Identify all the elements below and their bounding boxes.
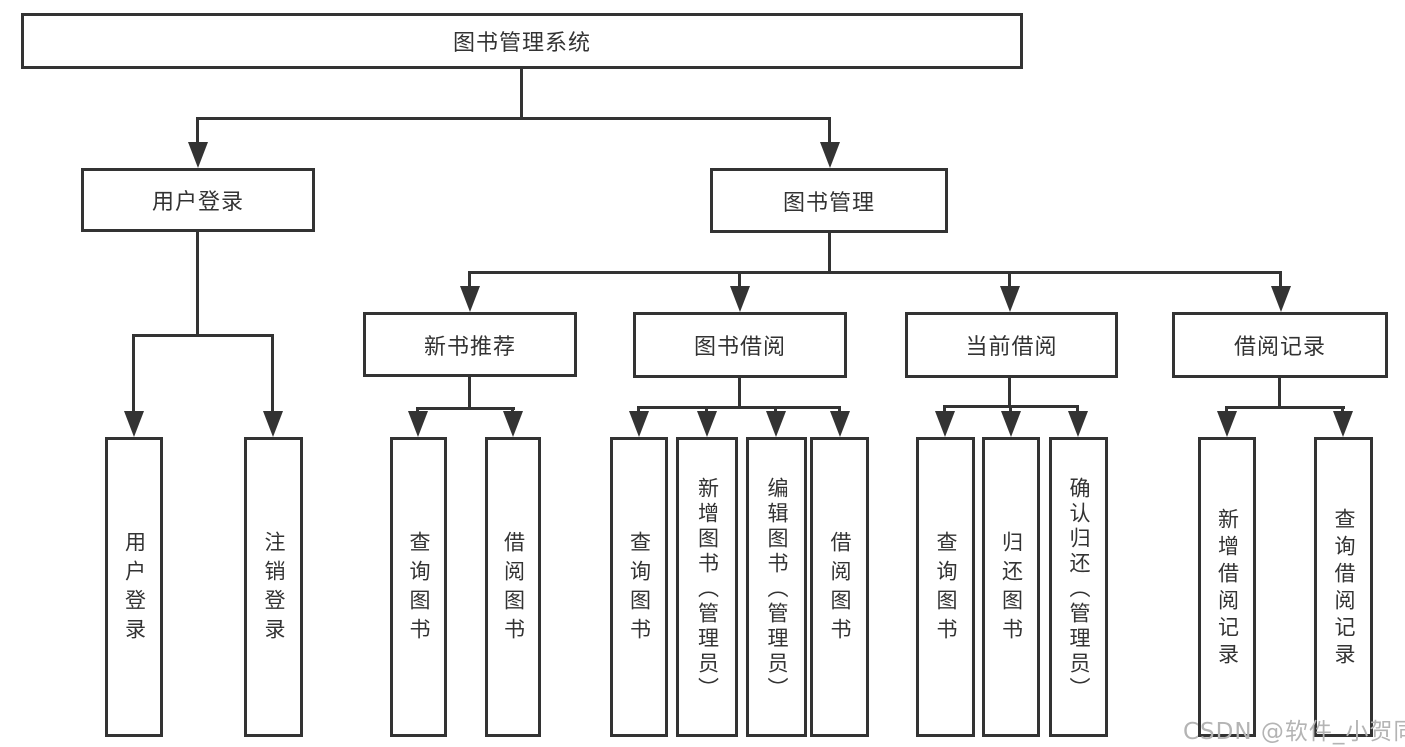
leaf-query-books-borrow: 查询图书	[610, 437, 668, 737]
edge-stem-new-book	[468, 271, 471, 293]
edge-stem-current-borrow	[1008, 271, 1011, 293]
arrow-down-icon	[1068, 411, 1088, 437]
edge-book-mgmt-split	[468, 271, 1282, 274]
leaf-add-borrow-record: 新增借阅记录	[1198, 437, 1256, 737]
node-book-borrowing: 图书借阅	[633, 312, 847, 378]
edge-book-borrow-split	[637, 406, 841, 409]
edge-book-borrow-drop	[738, 377, 741, 409]
node-borrow-records: 借阅记录	[1172, 312, 1388, 378]
arrow-down-icon	[263, 411, 283, 437]
arrow-down-icon	[460, 286, 480, 312]
edge-stem-book-borrow	[738, 271, 741, 293]
arrow-down-icon	[124, 411, 144, 437]
node-root-library-system: 图书管理系统	[21, 13, 1023, 69]
edge-current-borrow-drop	[1008, 377, 1011, 408]
arrow-down-icon	[697, 411, 717, 437]
leaf-user-login: 用户登录	[105, 437, 163, 737]
arrow-down-icon	[408, 411, 428, 437]
edge-stem-leaf	[132, 334, 135, 414]
node-current-borrowing: 当前借阅	[905, 312, 1118, 378]
edge-user-login-drop	[196, 231, 199, 337]
arrow-down-icon	[766, 411, 786, 437]
edge-stem-leaf	[1009, 405, 1012, 416]
leaf-borrow-books-borrow: 借阅图书	[810, 437, 869, 737]
edge-user-login-split	[132, 334, 274, 337]
edge-stem-book-mgmt	[828, 117, 831, 145]
leaf-query-borrow-record: 查询借阅记录	[1314, 437, 1373, 737]
leaf-return-books: 归还图书	[982, 437, 1040, 737]
node-new-book-recommend: 新书推荐	[363, 312, 577, 377]
arrow-down-icon	[1001, 411, 1021, 437]
edge-new-book-drop	[468, 376, 471, 410]
leaf-borrow-books-newbook: 借阅图书	[485, 437, 541, 737]
leaf-confirm-return-admin: 确认归还（管理员）	[1049, 437, 1108, 737]
arrow-down-icon	[830, 411, 850, 437]
edge-stem-user-login	[196, 117, 199, 145]
arrow-down-icon	[503, 411, 523, 437]
node-user-login: 用户登录	[81, 168, 315, 232]
edge-stem-leaf	[943, 405, 946, 416]
node-book-management: 图书管理	[710, 168, 948, 233]
edge-book-mgmt-drop	[828, 232, 831, 274]
edge-borrow-record-drop	[1278, 377, 1281, 409]
arrow-down-icon	[188, 142, 208, 168]
leaf-add-books-admin: 新增图书（管理员）	[676, 437, 738, 737]
arrow-down-icon	[1217, 411, 1237, 437]
edge-root-drop	[520, 67, 523, 120]
edge-borrow-record-split	[1225, 406, 1345, 409]
leaf-query-books-newbook: 查询图书	[390, 437, 447, 737]
csdn-watermark: CSDN @软件_小贺同学	[1183, 719, 1405, 745]
arrow-down-icon	[730, 286, 750, 312]
edge-new-book-split	[416, 407, 515, 410]
edge-stem-leaf	[1076, 405, 1079, 416]
leaf-logout: 注销登录	[244, 437, 303, 737]
arrow-down-icon	[1333, 411, 1353, 437]
leaf-edit-books-admin: 编辑图书（管理员）	[746, 437, 807, 737]
arrow-down-icon	[629, 411, 649, 437]
arrow-down-icon	[1271, 286, 1291, 312]
arrow-down-icon	[820, 142, 840, 168]
leaf-query-books-current: 查询图书	[916, 437, 975, 737]
arrow-down-icon	[1000, 286, 1020, 312]
arrow-down-icon	[935, 411, 955, 437]
edge-stem-borrow-record	[1279, 271, 1282, 293]
edge-root-split	[196, 117, 831, 120]
edge-stem-leaf	[271, 334, 274, 414]
